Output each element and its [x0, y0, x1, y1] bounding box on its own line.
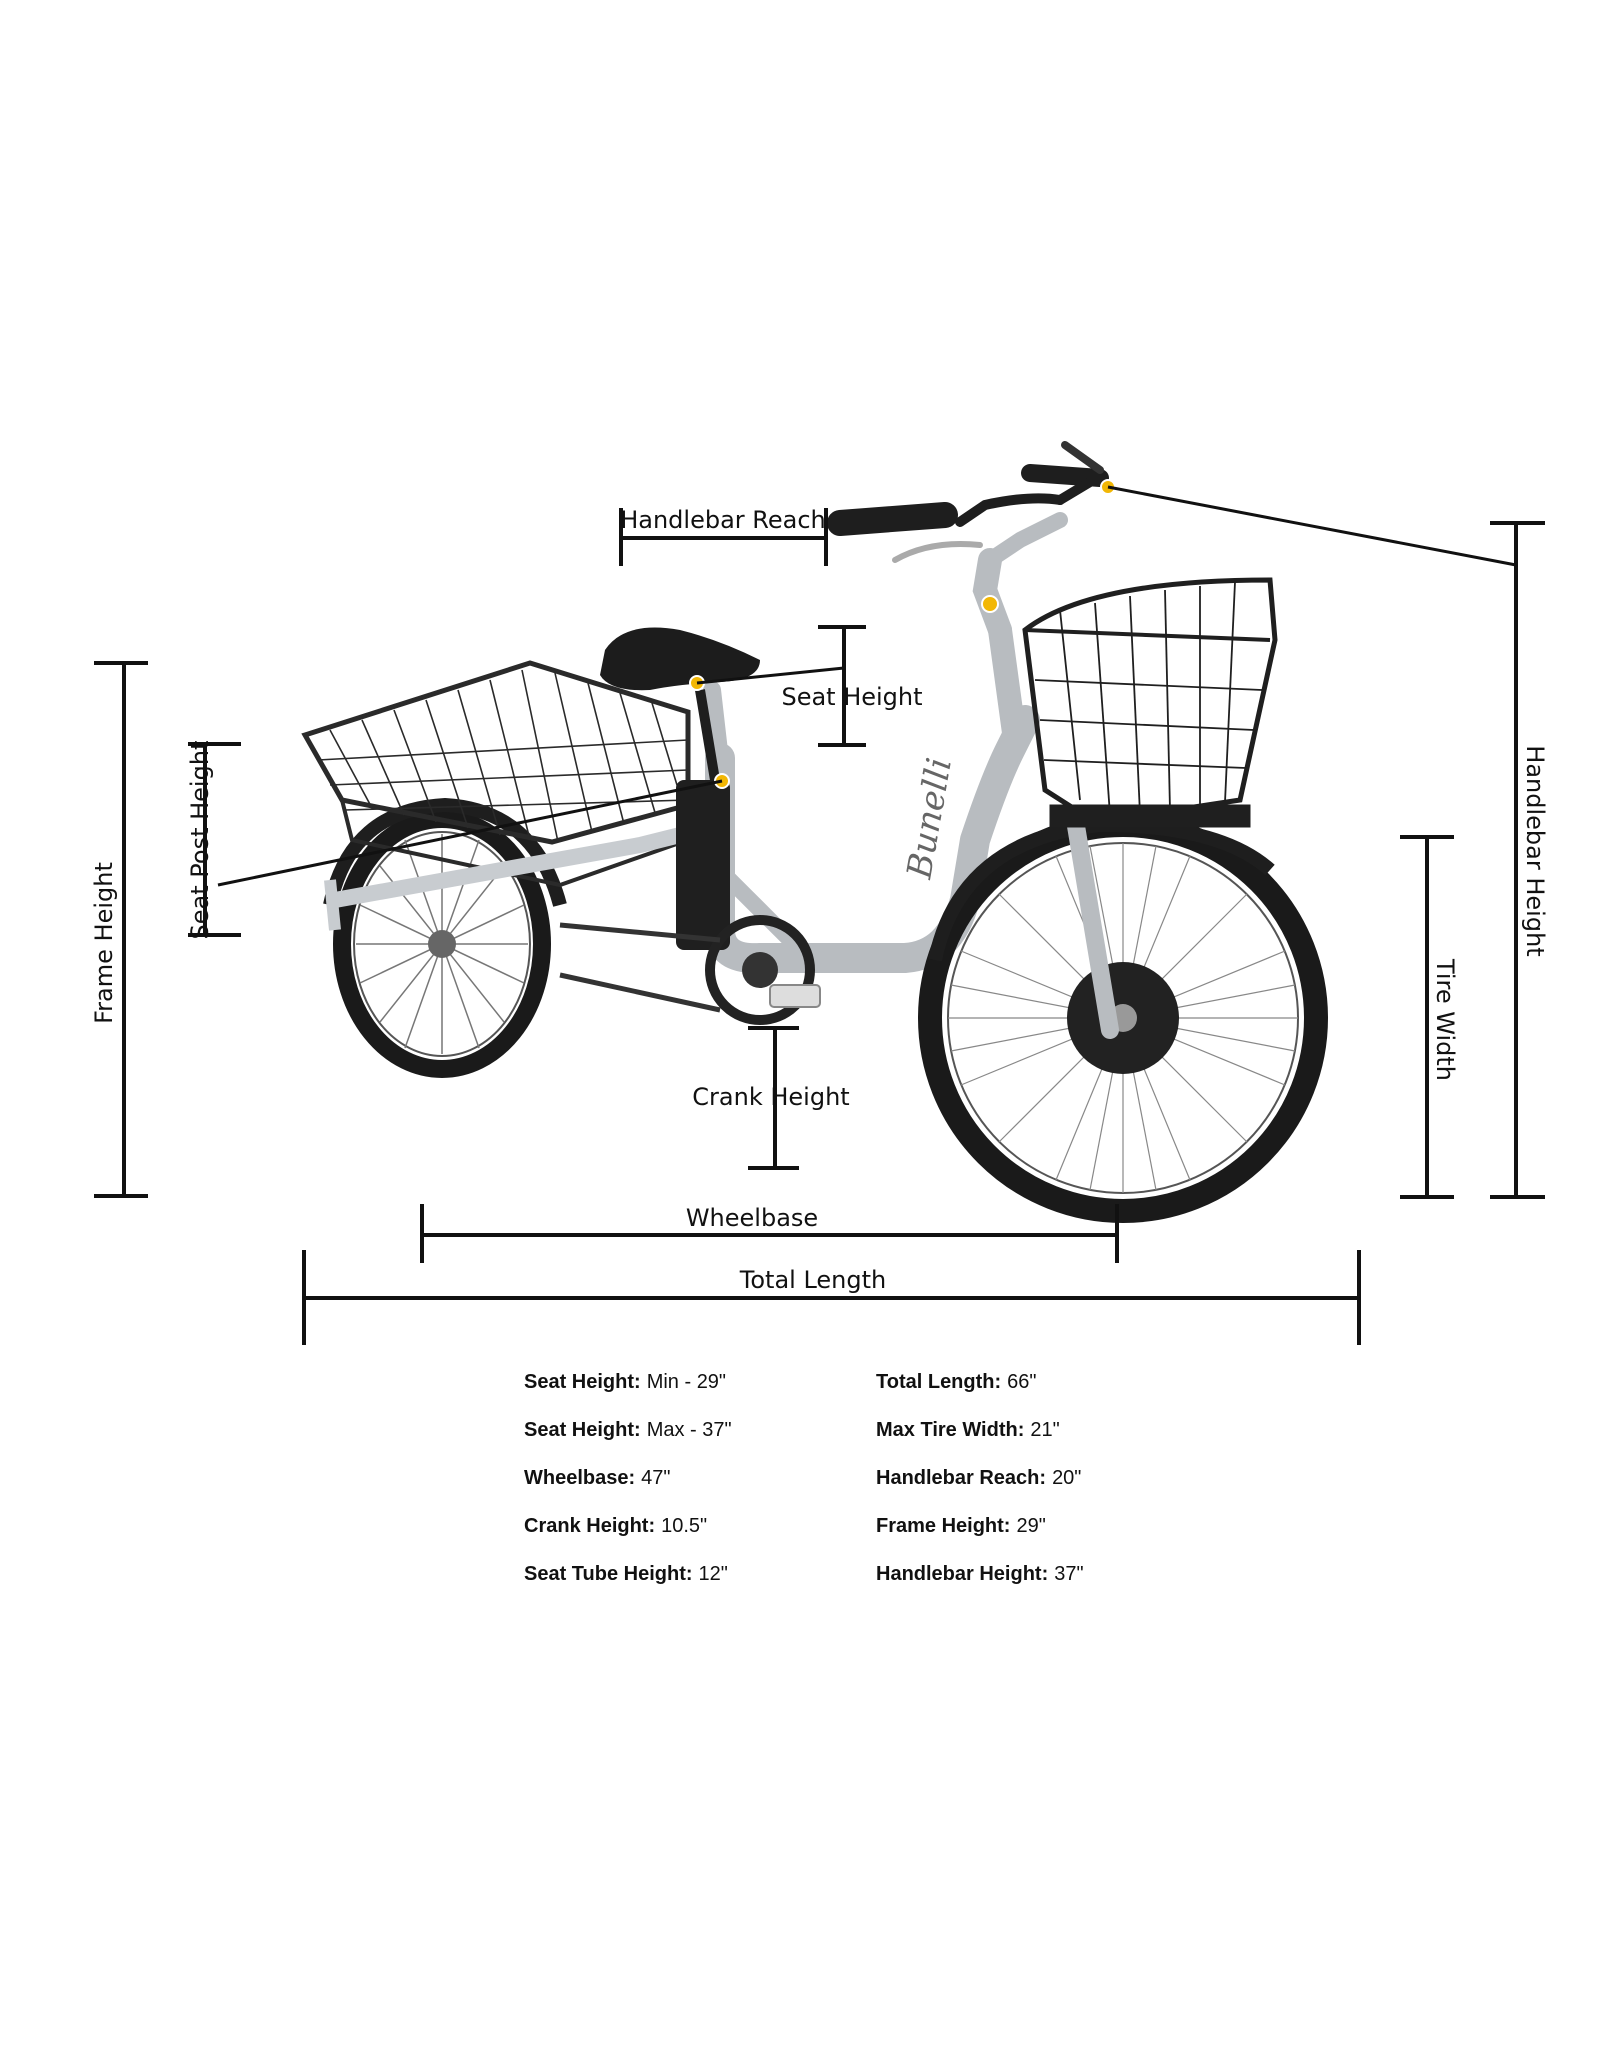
- rear-wheel: [333, 810, 551, 1078]
- seat-post-height-dimension: [188, 742, 723, 937]
- handlebars: [827, 441, 1109, 563]
- frame-brand-text: Bunelli: [899, 755, 960, 883]
- spec-row: Seat Tube Height:12": [524, 1562, 876, 1586]
- spec-row: Handlebar Reach:20": [876, 1466, 1164, 1490]
- front-wheel: [918, 813, 1328, 1223]
- spec-value: 29": [1016, 1515, 1046, 1537]
- spec-value: Min - 29": [646, 1371, 727, 1393]
- spec-row: Max Tire Width:21": [876, 1418, 1164, 1442]
- spec-key: Frame Height:: [876, 1515, 1011, 1537]
- spec-key: Seat Tube Height:: [524, 1563, 693, 1585]
- spec-key: Handlebar Height:: [876, 1563, 1049, 1585]
- spec-row: Total Length:66": [876, 1370, 1164, 1394]
- spec-row: Wheelbase:47": [524, 1466, 876, 1490]
- tire-width-dimension: [1400, 835, 1454, 1199]
- handlebar-reach-dimension: [619, 508, 828, 566]
- chainring: [705, 915, 815, 1025]
- spec-row: Frame Height:29": [876, 1514, 1164, 1538]
- spec-key: Wheelbase:: [524, 1467, 636, 1489]
- spec-row: Handlebar Height:37": [876, 1562, 1164, 1586]
- handlebar-reach-label: Handlebar Reach: [620, 506, 826, 534]
- front-basket: [1022, 577, 1278, 828]
- fork-and-stem: [972, 512, 1119, 1039]
- saddle: [600, 627, 760, 691]
- spec-key: Crank Height:: [524, 1515, 656, 1537]
- spec-row: Seat Height:Min - 29": [524, 1370, 876, 1394]
- handlebar-height-dimension: [1107, 485, 1545, 1199]
- tricycle-illustration: Bunelli: [301, 441, 1328, 1223]
- crank-height-label: Crank Height: [692, 1083, 849, 1111]
- battery: [676, 780, 730, 950]
- spec-value: 37": [1054, 1563, 1084, 1585]
- total-length-label: Total Length: [739, 1266, 886, 1294]
- spec-row: Crank Height:10.5": [524, 1514, 876, 1538]
- seat-height-label: Seat Height: [781, 683, 922, 711]
- tire-width-label: Tire Width: [1431, 958, 1459, 1081]
- pedal: [769, 984, 821, 1008]
- spec-key: Seat Height:: [524, 1371, 641, 1393]
- frame-height-label: Frame Height: [90, 862, 118, 1024]
- spec-value: 66": [1007, 1371, 1037, 1393]
- spec-value: 20": [1052, 1467, 1082, 1489]
- specifications-table: Seat Height:Min - 29" Total Length:66" S…: [524, 1370, 1164, 1586]
- spec-key: Seat Height:: [524, 1419, 641, 1441]
- frame-height-dimension: [94, 661, 148, 1198]
- wheelbase-dimension: [420, 1204, 1119, 1263]
- spec-value: Max - 37": [646, 1419, 732, 1441]
- total-length-dimension: [302, 1250, 1361, 1345]
- wheelbase-label: Wheelbase: [686, 1204, 818, 1232]
- seat-height-dimension: [696, 625, 866, 747]
- spec-value: 47": [641, 1467, 671, 1489]
- crank-height-dimension: [748, 1026, 799, 1170]
- spec-value: 10.5": [661, 1515, 708, 1537]
- spec-key: Total Length:: [876, 1371, 1002, 1393]
- spec-key: Handlebar Reach:: [876, 1467, 1047, 1489]
- spec-row: Seat Height:Max - 37": [524, 1418, 876, 1442]
- spec-value: 12": [698, 1563, 728, 1585]
- rear-fender: [323, 797, 567, 907]
- spec-key: Max Tire Width:: [876, 1419, 1025, 1441]
- handlebar-height-label: Handlebar Height: [1521, 745, 1549, 956]
- dimension-labels: Handlebar Reach Seat Height Seat Post He…: [90, 506, 1549, 1294]
- dimension-lines: [94, 485, 1545, 1345]
- head-tube-marker: [981, 595, 999, 613]
- spec-value: 21": [1030, 1419, 1060, 1441]
- seat-post-height-label: Seat Post Height: [186, 741, 214, 940]
- seat-post: [695, 689, 720, 781]
- chain: [559, 922, 721, 943]
